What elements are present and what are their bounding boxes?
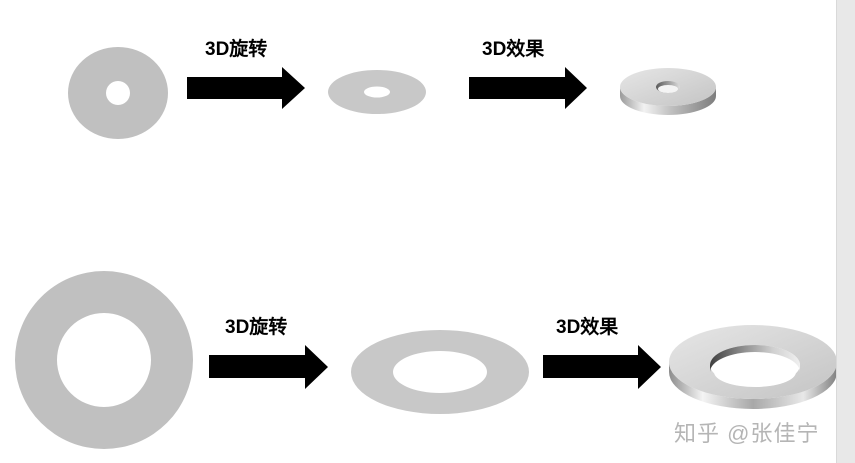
- arrow-right-icon: [209, 345, 328, 389]
- arrow-right-icon: [469, 67, 587, 109]
- vertical-scrollbar[interactable]: [836, 0, 855, 463]
- watermark: 知乎 @张佳宁: [674, 421, 820, 446]
- row1-rotate-label: 3D旋转: [205, 39, 268, 60]
- row1-effect-label: 3D效果: [482, 39, 545, 60]
- small-disc-3d: [620, 68, 716, 115]
- large-ring-3d: [669, 325, 837, 409]
- row2-rotate-label: 3D旋转: [225, 317, 288, 338]
- large-ring-rotated: [351, 330, 529, 414]
- large-ring-flat: [15, 271, 193, 449]
- arrow-right-icon: [543, 345, 661, 389]
- small-donut-flat: [68, 46, 168, 140]
- arrow-right-icon: [187, 67, 305, 109]
- row2-effect-label: 3D效果: [556, 317, 619, 338]
- small-donut-rotated: [328, 70, 426, 114]
